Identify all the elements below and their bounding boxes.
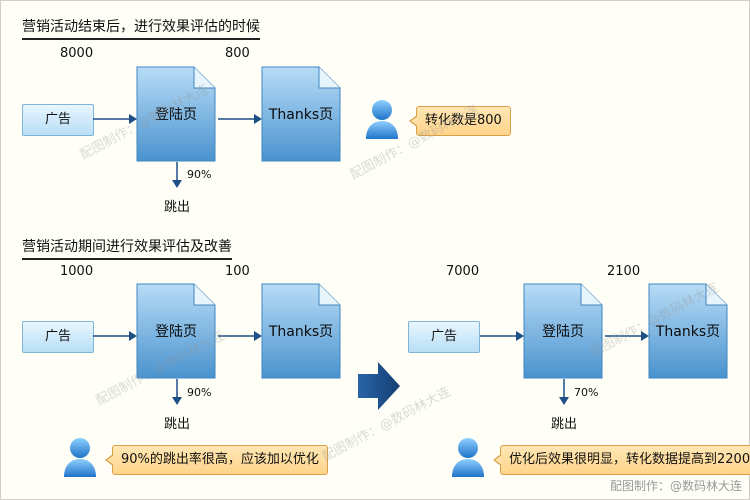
after-landing-label: 登陆页 [542, 324, 584, 340]
transition-arrow [358, 362, 400, 410]
after-landing-to-thanks-arrow [605, 331, 649, 341]
after-visits: 7000 [446, 264, 480, 279]
footer-credit: 配图制作：@数码林大连 [609, 479, 742, 493]
top-section-title: 营销活动结束后，进行效果评估的时候 [22, 16, 260, 40]
before-landing-label: 登陆页 [155, 324, 197, 340]
top-visits: 8000 [60, 46, 94, 61]
before-landing-page-doc: 登陆页 [136, 283, 216, 379]
after-thanks-label: Thanks页 [655, 324, 721, 340]
top-landing-to-thanks-arrow [218, 114, 262, 124]
top-exit-label: 跳出 [164, 200, 191, 215]
bottom-section-title: 营销活动期间进行效果评估及改善 [22, 236, 232, 260]
top-callout: 转化数是800 [409, 106, 511, 136]
top-landing-label: 登陆页 [155, 107, 197, 123]
before-ad-arrow [93, 331, 137, 341]
top-landing-page-doc: 登陆页 [136, 66, 216, 162]
top-bounce-arrow [172, 162, 182, 188]
after-bounce-arrow [559, 379, 569, 405]
after-landing-page-doc: 登陆页 [523, 283, 603, 379]
before-ad-box: 广告 [22, 321, 94, 353]
before-thanks-page-doc: Thanks页 [261, 283, 341, 379]
after-exit-label: 跳出 [551, 417, 578, 432]
before-thanks-label: Thanks页 [268, 324, 334, 340]
top-ad-box: 广告 [22, 104, 94, 136]
after-thanks-page-doc: Thanks页 [648, 283, 728, 379]
before-bounce-arrow [172, 379, 182, 405]
after-callout: 优化后效果很明显，转化数据提高到2200 [492, 445, 750, 475]
after-conversions: 2100 [607, 264, 641, 279]
top-user-icon [366, 100, 398, 139]
top-ad-arrow [93, 114, 137, 124]
before-user-icon [64, 438, 96, 477]
before-visits: 1000 [60, 264, 94, 279]
top-thanks-page-doc: Thanks页 [261, 66, 341, 162]
top-bounce-rate: 90% [187, 168, 212, 181]
before-callout: 90%的跳出率很高，应该加以优化 [105, 445, 328, 475]
top-conversions: 800 [225, 46, 250, 61]
after-ad-arrow [480, 331, 524, 341]
before-bounce-rate: 90% [187, 386, 212, 399]
before-landing-to-thanks-arrow [218, 331, 262, 341]
before-conversions: 100 [225, 264, 250, 279]
before-exit-label: 跳出 [164, 417, 191, 432]
after-bounce-rate: 70% [574, 386, 599, 399]
after-ad-box: 广告 [408, 321, 480, 353]
after-user-icon [452, 438, 484, 477]
top-thanks-label: Thanks页 [268, 107, 334, 123]
